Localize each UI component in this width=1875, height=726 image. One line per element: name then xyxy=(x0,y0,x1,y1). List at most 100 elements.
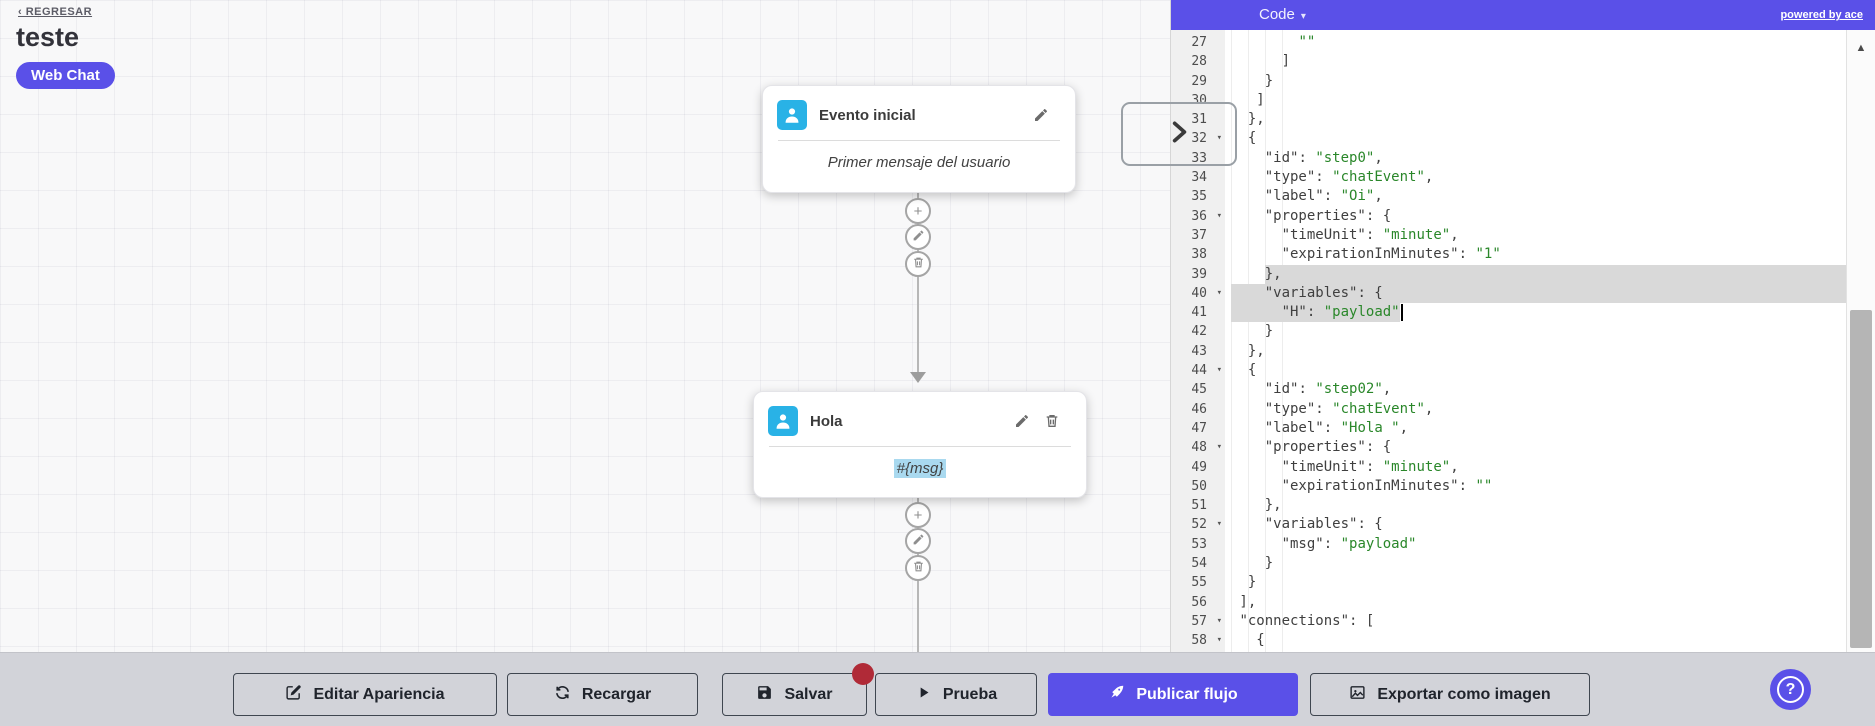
edit-icon xyxy=(285,684,302,706)
powered-by-ace-link[interactable]: powered by ace xyxy=(1780,9,1863,21)
line-number: 36▾ xyxy=(1171,207,1225,226)
fold-arrow-icon[interactable]: ▾ xyxy=(1216,635,1222,646)
code-line[interactable]: "type": "chatEvent", xyxy=(1264,169,1434,186)
code-line[interactable]: "label": "Hola ", xyxy=(1264,419,1409,436)
code-line[interactable]: "id": "step0", xyxy=(1264,149,1383,166)
line-number: 34 xyxy=(1191,170,1207,186)
code-line[interactable]: "expirationInMinutes": "" xyxy=(1281,477,1493,494)
delete-connection-button[interactable] xyxy=(905,555,931,581)
delete-node-icon[interactable] xyxy=(1044,413,1060,429)
line-number: 52▾ xyxy=(1171,515,1225,534)
line-number: 38 xyxy=(1191,247,1207,263)
line-number: 51 xyxy=(1191,498,1207,514)
connector-arrowhead xyxy=(910,372,926,383)
back-link[interactable]: ‹ REGRESAR xyxy=(18,6,93,18)
flow-node-hola[interactable]: Hola #{msg} xyxy=(753,391,1087,498)
code-line[interactable]: ] xyxy=(1231,53,1291,70)
line-number: 32▾ xyxy=(1171,129,1225,148)
fold-arrow-icon[interactable]: ▾ xyxy=(1216,365,1222,376)
bottom-toolbar: Editar Apariencia Recargar Salvar Prueba… xyxy=(0,652,1875,726)
code-line[interactable]: ] xyxy=(1231,91,1265,108)
fold-arrow-icon[interactable]: ▾ xyxy=(1216,519,1222,530)
code-line[interactable]: } xyxy=(1231,555,1274,572)
code-line[interactable]: ], xyxy=(1231,593,1257,610)
reload-button[interactable]: Recargar xyxy=(507,673,698,716)
code-content[interactable]: "" ] } ] }, { "id": "step0", "type": "ch… xyxy=(1225,30,1846,652)
editor-scrollbar[interactable]: ▲ xyxy=(1846,30,1875,652)
code-line[interactable]: "properties": { xyxy=(1264,439,1392,456)
code-line[interactable]: }, xyxy=(1231,497,1282,514)
code-line[interactable]: "id": "step02", xyxy=(1264,381,1392,398)
code-line[interactable]: "variables": { xyxy=(1231,283,1846,304)
code-line[interactable]: "variables": { xyxy=(1264,516,1383,533)
line-number: 35 xyxy=(1191,189,1207,205)
publish-flow-button[interactable]: Publicar flujo xyxy=(1048,673,1298,716)
divider xyxy=(769,446,1071,447)
code-line[interactable]: "timeUnit": "minute", xyxy=(1281,458,1459,475)
text-cursor xyxy=(1400,304,1403,322)
code-line[interactable]: }, xyxy=(1231,111,1265,128)
fold-arrow-icon[interactable]: ▾ xyxy=(1216,442,1222,453)
code-line[interactable]: { xyxy=(1231,362,1257,379)
code-line[interactable]: } xyxy=(1231,323,1274,340)
refresh-icon xyxy=(554,684,571,706)
export-image-button[interactable]: Exportar como imagen xyxy=(1310,673,1590,716)
flow-node-evento-inicial[interactable]: Evento inicial Primer mensaje del usuari… xyxy=(762,85,1076,193)
fold-arrow-icon[interactable]: ▾ xyxy=(1216,133,1222,144)
edit-appearance-button[interactable]: Editar Apariencia xyxy=(233,673,497,716)
play-icon xyxy=(915,684,932,706)
edit-connection-button[interactable] xyxy=(905,528,931,554)
edit-connection-button[interactable] xyxy=(905,224,931,250)
line-number: 29 xyxy=(1191,73,1207,89)
code-line[interactable]: "type": "chatEvent", xyxy=(1264,400,1434,417)
fold-arrow-icon[interactable]: ▾ xyxy=(1216,615,1222,626)
unsaved-changes-badge xyxy=(852,663,874,685)
line-number: 28 xyxy=(1191,54,1207,70)
edit-node-icon[interactable] xyxy=(1014,413,1030,429)
line-number: 42 xyxy=(1191,324,1207,340)
code-line[interactable]: "msg": "payload" xyxy=(1281,535,1417,552)
code-line[interactable]: } xyxy=(1231,574,1257,591)
code-line[interactable]: "connections": [ xyxy=(1239,612,1375,629)
save-icon xyxy=(756,684,773,706)
scroll-up-icon[interactable]: ▲ xyxy=(1855,42,1867,54)
chevron-right-icon xyxy=(1166,119,1192,150)
delete-connection-button[interactable] xyxy=(905,251,931,277)
code-line[interactable]: }, xyxy=(1231,342,1265,359)
line-number: 54 xyxy=(1191,556,1207,572)
code-line[interactable]: { xyxy=(1231,632,1265,649)
flow-title: teste xyxy=(16,22,80,52)
line-number: 39 xyxy=(1191,266,1207,282)
code-line[interactable]: }, xyxy=(1231,264,1846,284)
edit-node-icon[interactable] xyxy=(1033,107,1049,123)
fold-arrow-icon[interactable]: ▾ xyxy=(1216,287,1222,298)
code-line[interactable]: "" xyxy=(1298,34,1316,50)
code-line[interactable]: "timeUnit": "minute", xyxy=(1281,226,1459,243)
code-line[interactable]: } xyxy=(1231,72,1274,89)
code-line[interactable]: "label": "Oi", xyxy=(1264,188,1383,205)
help-button[interactable]: ? xyxy=(1770,669,1811,710)
fold-arrow-icon[interactable]: ▾ xyxy=(1216,210,1222,221)
line-number: 41 xyxy=(1191,305,1207,321)
line-number: 40▾ xyxy=(1171,284,1225,303)
node-title: Hola xyxy=(810,412,843,430)
code-line[interactable]: "H": "payload" xyxy=(1231,303,1846,323)
test-button[interactable]: Prueba xyxy=(875,673,1037,716)
scrollbar-thumb[interactable] xyxy=(1850,310,1872,648)
pencil-icon xyxy=(912,533,925,550)
code-line[interactable]: { xyxy=(1231,130,1257,147)
add-step-button[interactable]: + xyxy=(905,198,931,224)
line-number: 37 xyxy=(1191,227,1207,243)
divider xyxy=(778,140,1060,141)
code-mode-dropdown[interactable]: Code▾ xyxy=(1259,6,1306,23)
code-line[interactable]: "properties": { xyxy=(1264,207,1392,224)
variable-chip: #{msg} xyxy=(893,459,947,478)
line-number: 43 xyxy=(1191,343,1207,359)
code-panel-header: Code▾ powered by ace xyxy=(1171,0,1875,30)
code-line[interactable]: "expirationInMinutes": "1" xyxy=(1281,246,1501,263)
save-button[interactable]: Salvar xyxy=(722,673,867,716)
collapse-code-panel-button[interactable] xyxy=(1121,102,1237,166)
trash-icon xyxy=(912,560,925,577)
connector-line xyxy=(917,193,919,373)
add-step-button[interactable]: + xyxy=(905,502,931,528)
